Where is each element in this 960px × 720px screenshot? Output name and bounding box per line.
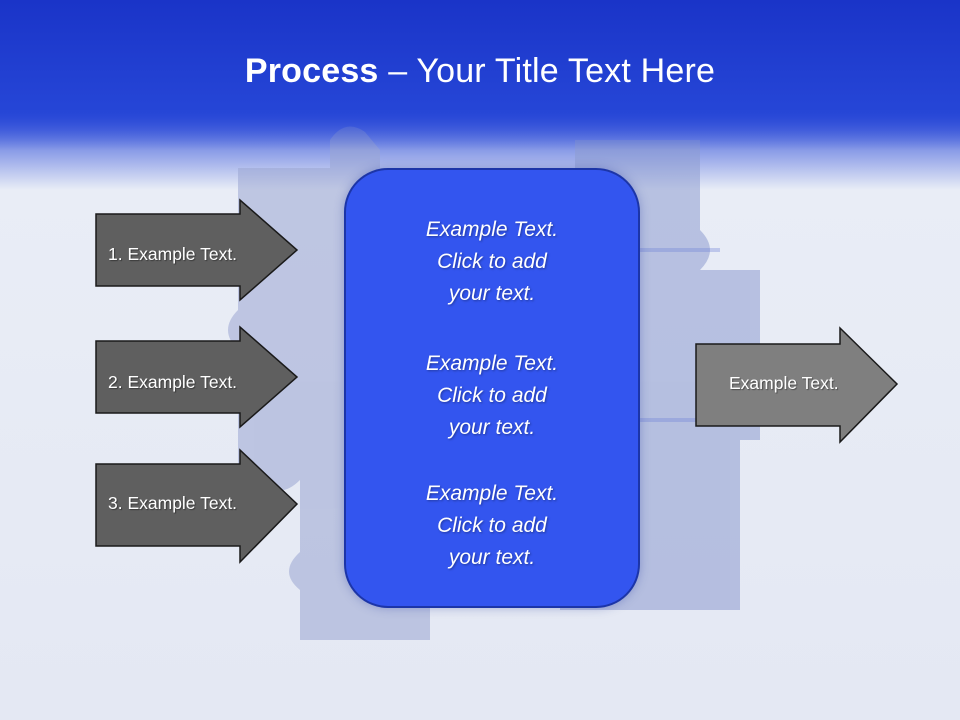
input-arrow-2	[95, 325, 299, 429]
input-arrow-2-label: 2. Example Text.	[108, 372, 238, 392]
center-item-1[interactable]: Example Text. Click to add your text.	[425, 218, 559, 305]
input-arrow-1	[95, 198, 299, 302]
center-item-2[interactable]: Example Text. Click to add your text.	[425, 352, 559, 439]
output-arrow-label: Example Text.	[729, 373, 839, 393]
center-item-3[interactable]: Example Text. Click to add your text.	[425, 482, 559, 569]
title-bold: Process	[244, 52, 379, 90]
input-arrow-3	[95, 448, 299, 564]
center-process-box: Example Text. Click to add your text. Ex…	[344, 168, 640, 608]
title-rest: – Your Title Text Here	[378, 52, 716, 90]
input-arrow-1-label: 1. Example Text.	[108, 244, 238, 264]
title-band	[0, 0, 960, 150]
page-title: Process – Your Title Text Here	[0, 52, 960, 91]
output-arrow	[695, 326, 899, 444]
input-arrow-3-label: 3. Example Text.	[108, 493, 238, 513]
